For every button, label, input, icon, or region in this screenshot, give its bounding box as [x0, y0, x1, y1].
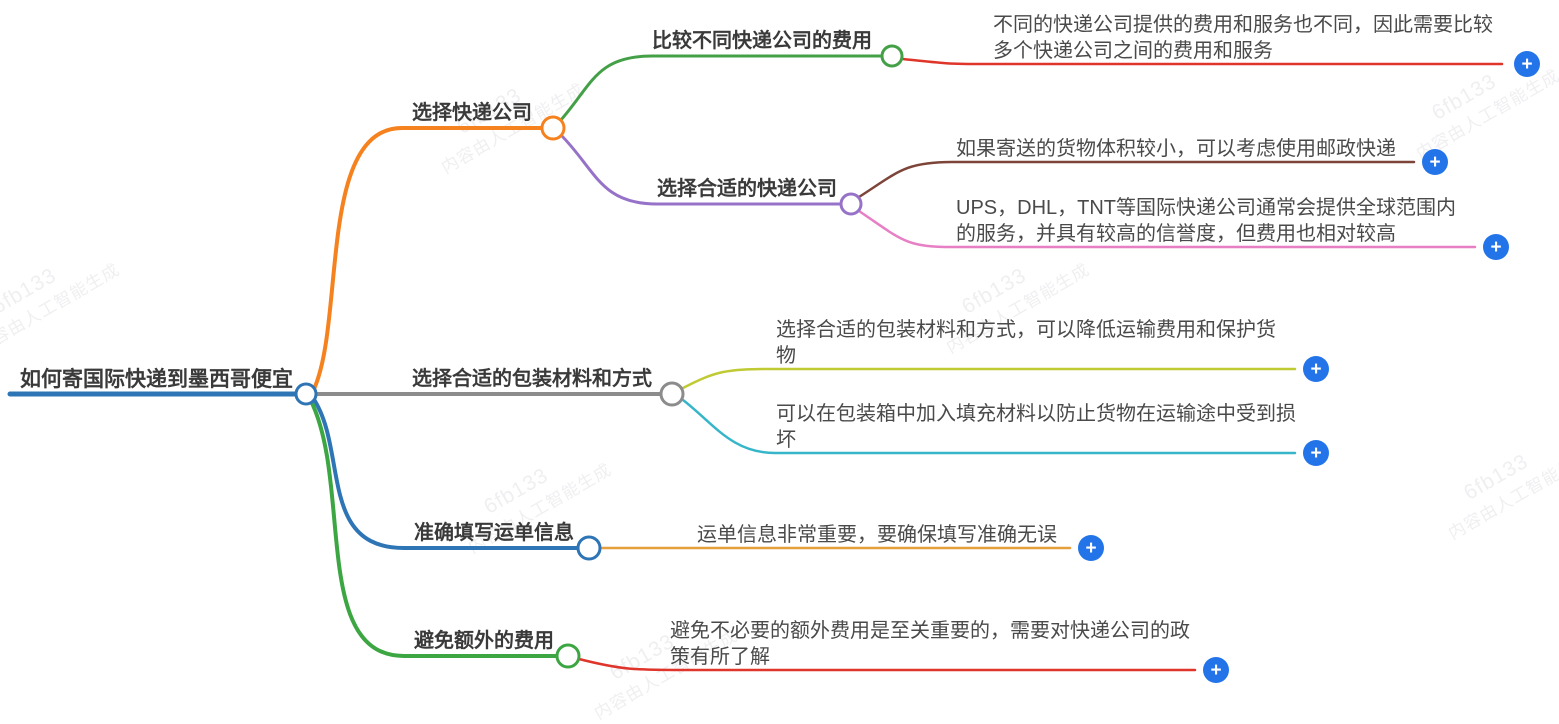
expand-button[interactable]: + — [1483, 234, 1509, 260]
root-node-circle[interactable] — [294, 382, 318, 406]
branch4-node-circle[interactable] — [555, 643, 581, 669]
leaf21-line — [681, 367, 1297, 390]
subbranch11-line — [558, 54, 882, 123]
expand-button[interactable]: + — [1422, 149, 1448, 175]
expand-button[interactable]: + — [1203, 657, 1229, 683]
leaf-text-filler-material[interactable]: 可以在包装箱中加入填充材料以防止货物在运输途中受到损坏 — [776, 403, 1296, 451]
leaf22-line — [681, 398, 1297, 455]
leaf-text-ups-dhl-tnt[interactable]: UPS，DHL，TNT等国际快递公司通常会提供全球范围内的服务，并具有较高的信誉… — [956, 197, 1457, 245]
branch1-label[interactable]: 选择快递公司 — [412, 102, 532, 124]
subbranch12-label[interactable]: 选择合适的快递公司 — [657, 178, 837, 200]
branch3-node-circle[interactable] — [576, 535, 602, 561]
leaf111-line — [901, 57, 1504, 66]
expand-button[interactable]: + — [1514, 51, 1540, 77]
leaf-text-postal-option[interactable]: 如果寄送的货物体积较小，可以考虑使用邮政快递 — [956, 138, 1396, 160]
leaf-text-packaging-benefit[interactable]: 选择合适的包装材料和方式，可以降低运输费用和保护货物 — [776, 319, 1276, 367]
branch4-line — [309, 399, 557, 658]
expand-button[interactable]: + — [1078, 535, 1104, 561]
leaf-text-compare-fees[interactable]: 不同的快递公司提供的费用和服务也不同，因此需要比较多个快递公司之间的费用和服务 — [993, 14, 1493, 62]
mindmap-connectors — [7, 44, 1504, 672]
expand-button[interactable]: + — [1303, 356, 1329, 382]
subbranch12-node-circle[interactable] — [839, 192, 863, 216]
leaf-text-avoid-extra-fees[interactable]: 避免不必要的额外费用是至关重要的，需要对快递公司的政策有所了解 — [670, 620, 1190, 668]
subbranch11-node-circle[interactable] — [880, 44, 904, 68]
subbranch12-line — [558, 132, 841, 206]
branch4-label[interactable]: 避免额外的费用 — [414, 630, 554, 652]
branch3-label[interactable]: 准确填写运单信息 — [414, 522, 574, 544]
branch3-line — [311, 396, 579, 550]
branch2-label[interactable]: 选择合适的包装材料和方式 — [412, 368, 652, 390]
expand-button[interactable]: + — [1303, 440, 1329, 466]
root-topic-label[interactable]: 如何寄国际快递到墨西哥便宜 — [20, 368, 293, 391]
branch1-line — [312, 126, 543, 391]
leaf122-line — [857, 209, 1477, 249]
branch2-node-circle[interactable] — [659, 381, 685, 407]
leaf-text-waybill-important[interactable]: 运单信息非常重要，要确保填写准确无误 — [697, 524, 1057, 546]
leaf41-line — [577, 657, 1197, 672]
subbranch11-label[interactable]: 比较不同快递公司的费用 — [652, 30, 872, 52]
branch1-node-circle[interactable] — [540, 115, 566, 141]
leaf121-line — [857, 160, 1416, 199]
